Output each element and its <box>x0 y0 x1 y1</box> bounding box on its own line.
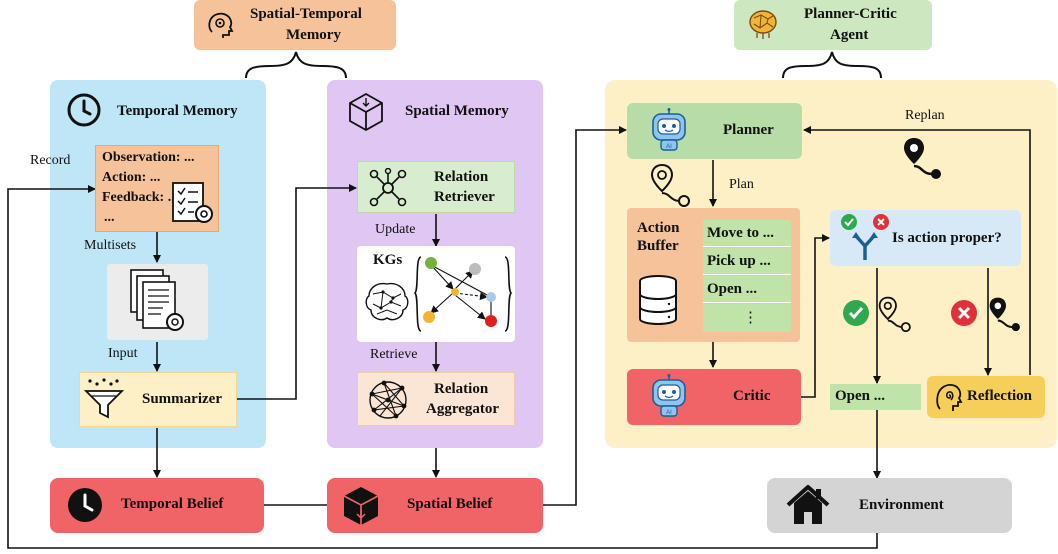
obs-line-1: Observation: ... <box>102 150 195 165</box>
spatial-memory-title: Spatial Memory <box>405 103 509 119</box>
input-label: Input <box>108 346 138 361</box>
summarizer-box: Summarizer <box>79 372 237 427</box>
obs-line-2: Action: ... <box>102 170 161 185</box>
funnel-icon <box>84 378 124 419</box>
action-buffer-line2: Buffer <box>637 238 679 254</box>
relation-aggregator-line2: Aggregator <box>426 401 500 417</box>
environment-box: Environment <box>767 478 1012 533</box>
clock-solid-icon <box>68 488 102 522</box>
reflection-label: Reflection <box>967 388 1032 404</box>
buffer-item: Move to ... <box>703 220 791 247</box>
pca-title-line1: Planner-Critic <box>804 6 897 22</box>
relation-retriever-line2: Retriever <box>434 189 495 205</box>
route-pin-icon <box>878 296 911 332</box>
cross-icon <box>951 300 977 326</box>
check-icon <box>843 300 869 326</box>
replan-label: Replan <box>905 108 945 123</box>
buffer-item-label: Pick up ... <box>707 253 771 269</box>
kgs-label: KGs <box>373 252 403 268</box>
stm-title-line2: Memory <box>286 27 341 43</box>
head-spiral-icon <box>936 384 963 411</box>
critic-box: AI Critic <box>627 369 801 425</box>
neural-brain-icon <box>749 10 777 39</box>
temporal-memory-title: Temporal Memory <box>117 103 238 119</box>
robot-ai-tag: AI <box>666 144 672 150</box>
update-label: Update <box>375 222 416 237</box>
buffer-item: Open ... <box>703 276 791 303</box>
reflection-box: Reflection <box>927 376 1045 418</box>
robot-ai-tag: AI <box>666 410 672 416</box>
open-action-label: Open ... <box>835 388 886 404</box>
route-pin-icon <box>989 297 1020 332</box>
obs-line-4: ... <box>104 210 115 225</box>
plan-label: Plan <box>729 177 754 192</box>
relation-aggregator-line1: Relation <box>434 381 489 397</box>
mesh-network-icon <box>369 380 407 419</box>
robot-icon: AI <box>652 108 686 151</box>
buffer-item-label: Move to ... <box>707 225 775 241</box>
route-pin-icon <box>650 163 690 207</box>
decision-box: Is action proper? <box>830 210 1021 266</box>
route-pin-icon <box>904 138 941 179</box>
spatial-belief-box: Spatial Belief <box>327 478 543 533</box>
kgs-box: KGs <box>357 246 515 342</box>
relation-retriever-line1: Relation <box>434 169 489 185</box>
action-buffer-box: Action Buffer Move to ... Pick up ... Op… <box>627 208 800 342</box>
obs-line-3: Feedback: ... <box>102 190 179 205</box>
clock-icon <box>67 93 101 127</box>
buffer-item-label: Open ... <box>707 281 758 297</box>
documents-gear-icon <box>130 269 184 331</box>
planner-label: Planner <box>723 122 774 138</box>
temporal-belief-label: Temporal Belief <box>121 496 224 512</box>
robot-icon: AI <box>652 374 686 417</box>
planner-critic-agent-tag: Planner-Critic Agent <box>734 0 932 50</box>
action-buffer-line1: Action <box>637 220 680 236</box>
planner-box: AI Planner <box>627 103 802 159</box>
brain-gear-icon <box>208 12 234 38</box>
cube-icon <box>349 92 383 132</box>
buffer-item-label: ⋮ <box>743 310 758 326</box>
knowledge-graph-icon <box>413 256 513 332</box>
stm-title-line1: Spatial-Temporal <box>250 6 362 22</box>
spatial-belief-label: Spatial Belief <box>407 496 493 512</box>
temporal-belief-box: Temporal Belief <box>50 478 264 533</box>
environment-label: Environment <box>859 497 944 513</box>
record-label: Record <box>30 153 71 168</box>
relation-aggregator-box: Relation Aggregator <box>357 372 515 426</box>
brain-network-icon <box>365 282 409 321</box>
summarizer-label: Summarizer <box>142 391 222 407</box>
pca-title-line2: Agent <box>830 27 869 43</box>
fork-arrow-icon <box>852 232 878 260</box>
relation-retriever-box: Relation Retriever <box>357 161 515 213</box>
check-icon <box>841 214 857 230</box>
decision-question: Is action proper? <box>892 230 1002 246</box>
buffer-item: Pick up ... <box>703 248 791 275</box>
network-icon <box>369 168 407 207</box>
critic-label: Critic <box>733 388 771 404</box>
open-action-box: Open ... <box>830 384 921 410</box>
database-icon <box>639 275 677 326</box>
multisets-label: Multisets <box>84 238 137 253</box>
spatial-temporal-memory-tag: Spatial-Temporal Memory <box>194 0 396 50</box>
cube-solid-icon <box>343 487 379 525</box>
checklist-gear-icon <box>172 182 213 223</box>
cross-icon <box>873 214 889 230</box>
retrieve-label: Retrieve <box>370 347 418 362</box>
buffer-item: ⋮ <box>703 304 791 332</box>
multisets-docs-box <box>107 264 208 340</box>
house-icon <box>786 485 830 524</box>
